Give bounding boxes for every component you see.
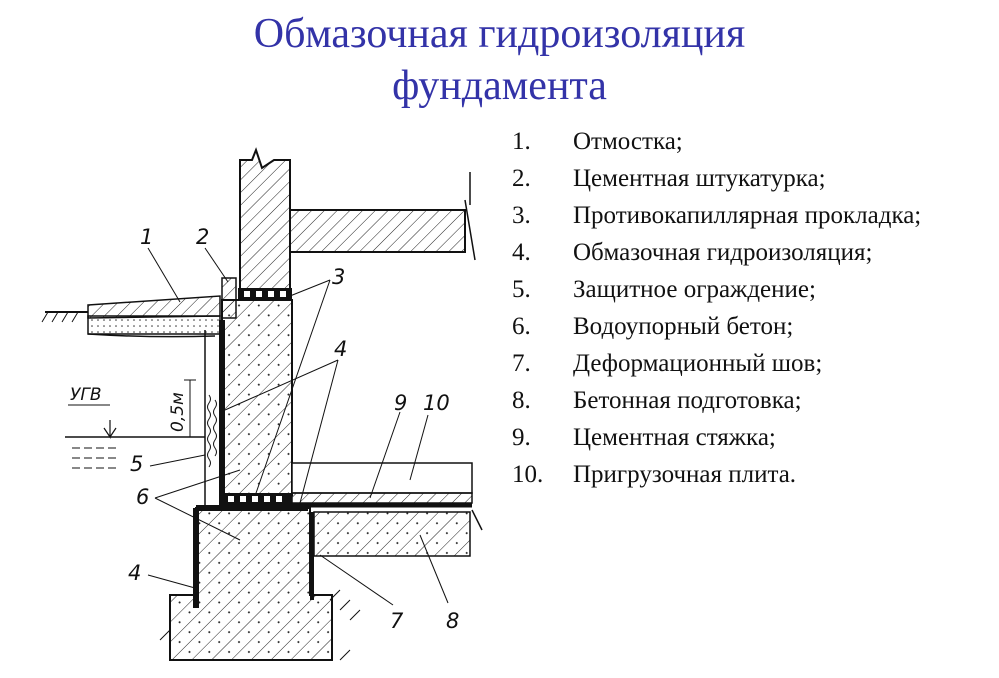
legend-item: 10. Пригрузочная плита. xyxy=(500,459,995,490)
protective-barrier xyxy=(204,330,217,505)
concrete-preparation xyxy=(313,511,471,557)
legend-text: Пригрузочная плита. xyxy=(573,461,797,488)
title-line-2: фундамента xyxy=(392,63,607,109)
callout-10: 10 xyxy=(423,391,450,415)
legend-text: Цементная стяжка; xyxy=(573,424,776,451)
legend-number: 1. xyxy=(512,128,531,155)
legend-number: 10. xyxy=(512,461,544,488)
callout-7: 7 xyxy=(390,609,404,633)
floor-layers xyxy=(291,462,483,531)
legend-number: 3. xyxy=(512,202,531,229)
upper-wall xyxy=(239,147,291,291)
legend-item: 2. Цементная штукатурка; xyxy=(500,163,995,194)
callout-4-lower: 4 xyxy=(128,561,141,585)
capillary-pad-upper xyxy=(238,288,292,300)
legend-text: Деформационный шов; xyxy=(573,350,823,377)
legend-number: 6. xyxy=(512,313,531,340)
legend-text: Цементная штукатурка; xyxy=(573,165,826,192)
leader-lines xyxy=(147,247,449,606)
callout-6: 6 xyxy=(136,485,149,509)
legend-item: 6. Водоупорный бетон; xyxy=(500,311,995,342)
legend-text: Водоупорный бетон; xyxy=(573,313,794,340)
capillary-pad-lower xyxy=(222,493,292,505)
page-title: Обмазочная гидроизоляция фундамента xyxy=(0,8,999,112)
legend-text: Обмазочная гидроизоляция; xyxy=(573,239,873,266)
legend-item: 3. Противокапиллярная прокладка; xyxy=(500,200,995,231)
dimension-label: 0,5м xyxy=(168,392,188,432)
basement-wall xyxy=(221,299,293,496)
legend-number: 7. xyxy=(512,350,531,377)
dimension-marker xyxy=(184,379,196,438)
legend-list: 1. Отмостка; 2. Цементная штукатурка; 3.… xyxy=(500,126,995,496)
legend-number: 8. xyxy=(512,387,531,414)
legend-text: Противокапиллярная прокладка; xyxy=(573,202,922,229)
ugv-label: УГВ xyxy=(70,385,102,405)
legend-number: 2. xyxy=(512,165,531,192)
callout-3: 3 xyxy=(332,265,345,289)
callout-2: 2 xyxy=(196,225,209,249)
callout-4-upper: 4 xyxy=(334,337,347,361)
callout-9: 9 xyxy=(394,391,407,415)
ground-surface xyxy=(41,311,216,338)
legend-item: 8. Бетонная подготовка; xyxy=(500,385,995,416)
callout-1: 1 xyxy=(140,225,153,249)
waterproofing-footing xyxy=(193,505,308,608)
legend-item: 9. Цементная стяжка; xyxy=(500,422,995,453)
floor-slab xyxy=(289,199,476,261)
legend-number: 4. xyxy=(512,239,531,266)
legend-item: 5. Защитное ограждение; xyxy=(500,274,995,305)
legend-text: Бетонная подготовка; xyxy=(573,387,802,414)
callout-5: 5 xyxy=(130,452,143,476)
legend-number: 5. xyxy=(512,276,531,303)
groundwater-level xyxy=(65,404,205,469)
legend-item: 4. Обмазочная гидроизоляция; xyxy=(500,237,995,268)
soil-hatch xyxy=(159,589,361,661)
legend-text: Отмостка; xyxy=(573,128,683,155)
title-line-1: Обмазочная гидроизоляция xyxy=(253,11,746,57)
legend-item: 7. Деформационный шов; xyxy=(500,348,995,379)
legend-item: 1. Отмостка; xyxy=(500,126,995,157)
blind-area xyxy=(87,295,221,335)
callout-8: 8 xyxy=(446,609,459,633)
legend-text: Защитное ограждение; xyxy=(573,276,816,303)
legend-number: 9. xyxy=(512,424,531,451)
